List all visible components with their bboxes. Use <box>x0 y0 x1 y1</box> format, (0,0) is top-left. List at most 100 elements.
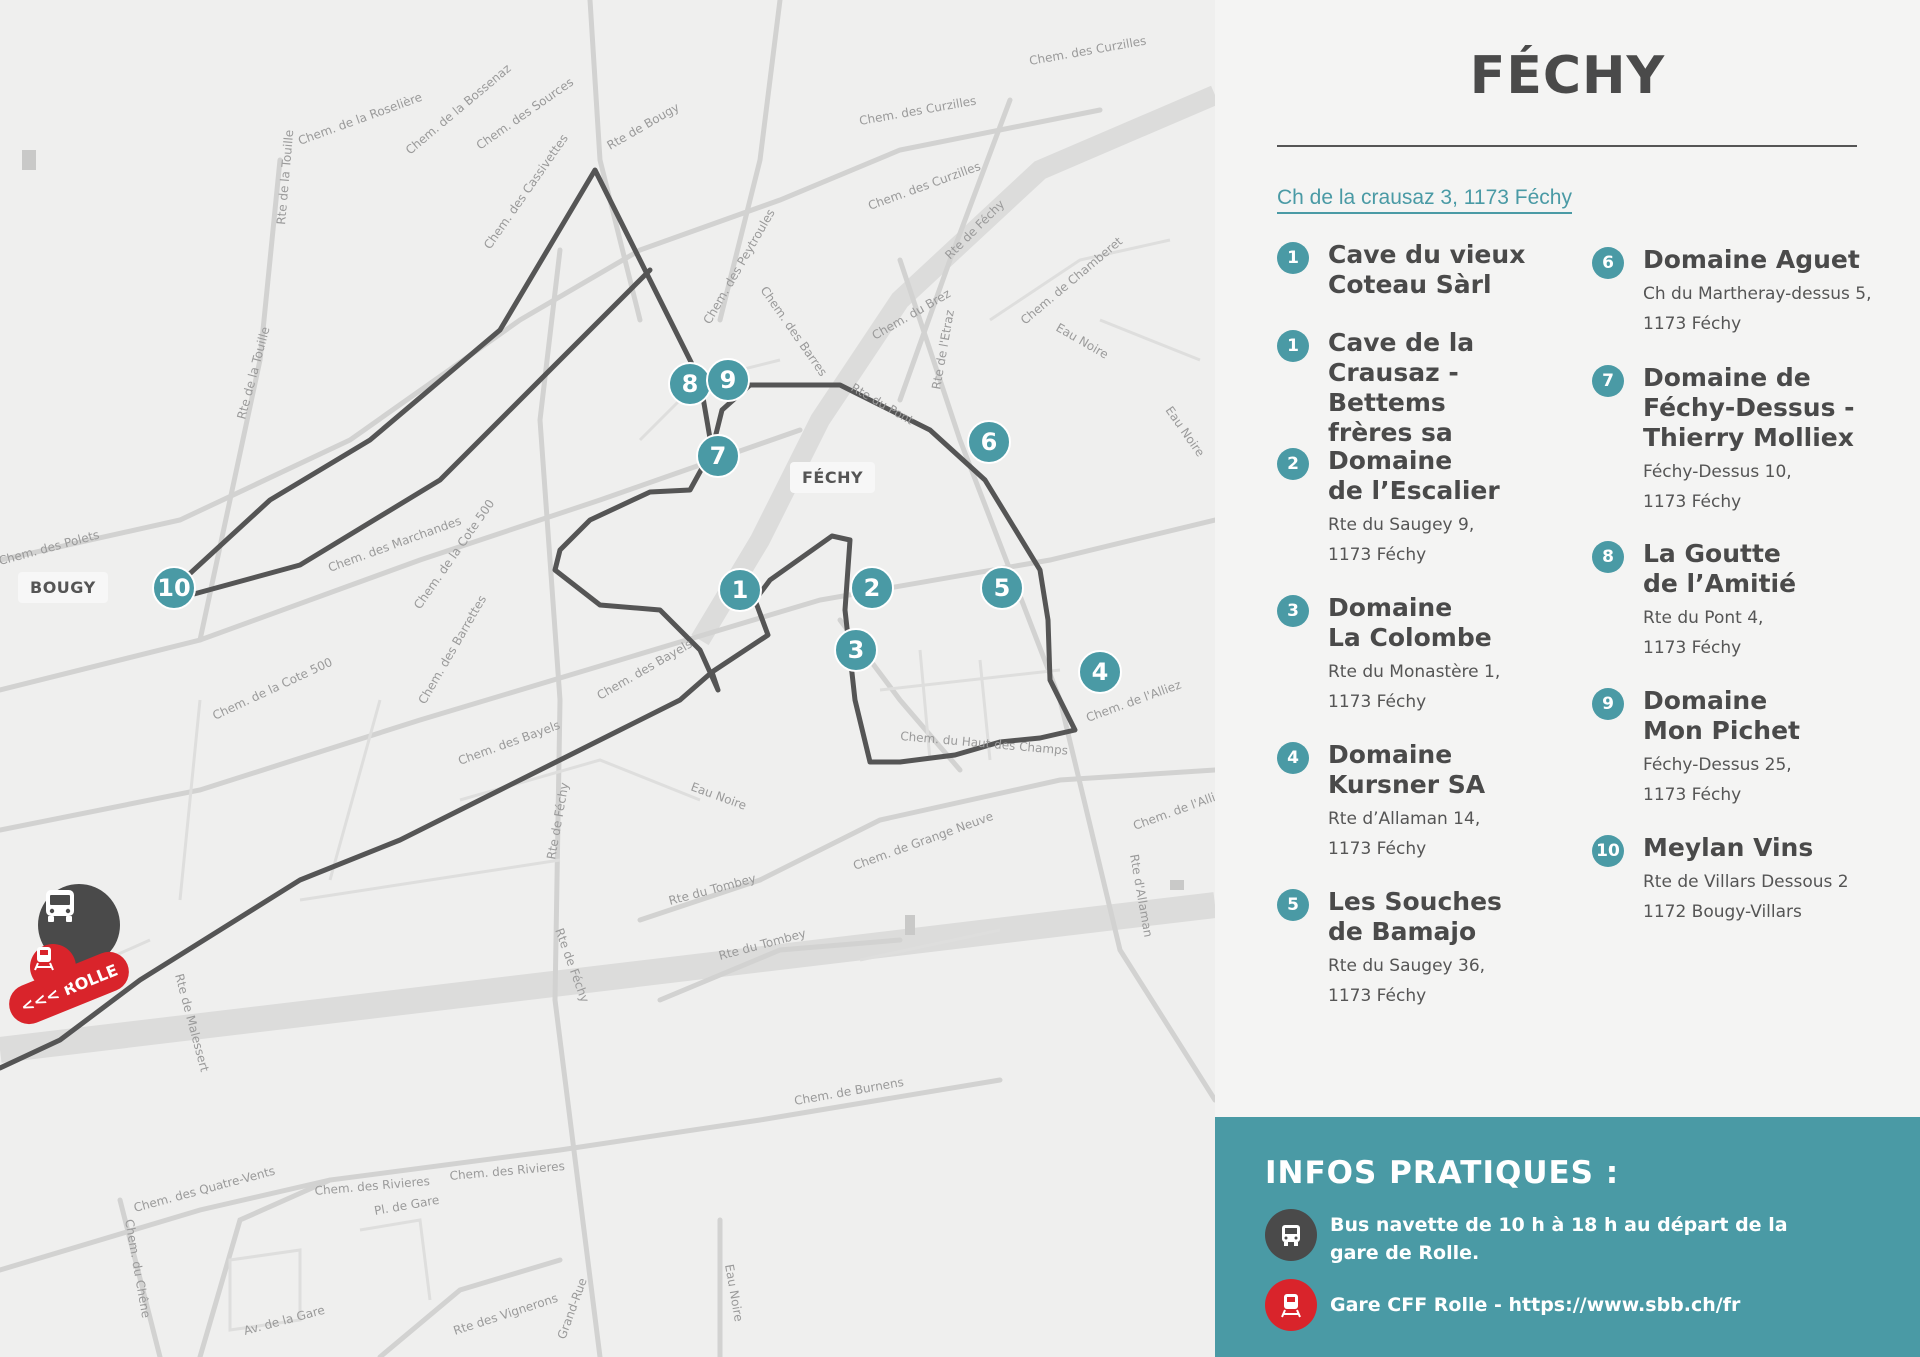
road-label: Pl. de Gare <box>373 1193 440 1218</box>
map-marker-8[interactable]: 8 <box>668 362 712 406</box>
map-marker-7[interactable]: 7 <box>696 434 740 478</box>
road-label: Chem. de Chamberet <box>1018 234 1125 327</box>
winery-list-panel: FÉCHY Ch de la crausaz 3, 1173 Féchy 1 C… <box>1215 0 1920 1117</box>
train-info-link[interactable]: Gare CFF Rolle - https://www.sbb.ch/fr <box>1330 1294 1741 1316</box>
winery-entry[interactable]: 10 Meylan Vins Rte de Villars Dessous 2 … <box>1592 833 1912 927</box>
entry-address: Rte du Saugey 36, 1173 Féchy <box>1328 956 1486 1006</box>
road-label: Chem. de l'Alliez <box>1131 785 1215 832</box>
entry-name: La Goutte de l’Amitié <box>1643 539 1797 598</box>
train-icon <box>34 947 54 971</box>
entry-number: 10 <box>1592 835 1624 867</box>
road-label: Chem. de la Cote 500 <box>210 655 334 723</box>
bus-info-text: Bus navette de 10 h à 18 h au départ de … <box>1330 1214 1788 1264</box>
bus-icon <box>46 890 74 922</box>
winery-entry[interactable]: 6 Domaine Aguet Ch du Martheray-dessus 5… <box>1592 245 1912 339</box>
train-icon <box>1281 1294 1301 1318</box>
address-link[interactable]: Ch de la crausaz 3, 1173 Féchy <box>1277 186 1572 214</box>
entry-address: Rte du Saugey 9, 1173 Féchy <box>1328 515 1475 565</box>
map-marker-2[interactable]: 2 <box>850 566 894 610</box>
road-label: Chem. du Haut des Champs <box>900 729 1069 758</box>
entry-number: 1 <box>1277 242 1309 274</box>
map-marker-5[interactable]: 5 <box>980 566 1024 610</box>
infos-pratiques-box: INFOS PRATIQUES : Bus navette de 10 h à … <box>1215 1117 1920 1357</box>
road-label: Rte de la Touille <box>274 129 296 225</box>
road-label: Rte de Bougy <box>605 100 682 153</box>
road-label: Chem. des Bayels <box>595 637 695 703</box>
entry-address: Rte de Villars Dessous 2 1172 Bougy-Vill… <box>1643 872 1849 922</box>
entry-address: Rte du Pont 4, 1173 Féchy <box>1643 608 1764 658</box>
entry-address: Féchy-Dessus 10, 1173 Féchy <box>1643 462 1792 512</box>
entry-name: Domaine de l’Escalier <box>1328 446 1500 505</box>
entry-name: Cave de la Crausaz - Bettems frères sa <box>1328 328 1475 447</box>
road-label: Rte de l'Etraz <box>929 309 957 391</box>
road-label: Rte de Féchy <box>544 781 571 860</box>
bus-icon <box>1282 1225 1300 1246</box>
road-label: Chem. du Chêne <box>122 1218 153 1319</box>
winery-entry[interactable]: 5 Les Souches de Bamajo Rte du Saugey 36… <box>1277 887 1577 1011</box>
map-marker-1[interactable]: 1 <box>718 568 762 612</box>
entry-address: Rte du Monastère 1, 1173 Féchy <box>1328 662 1501 712</box>
road-label: Chem. de la Roselière <box>296 90 424 148</box>
entry-number: 9 <box>1592 688 1624 720</box>
entry-name: Cave du vieux Coteau Sàrl <box>1328 240 1526 299</box>
road-label: Rte des Vignerons <box>452 1291 560 1338</box>
road-label: Eau Noire <box>1163 404 1208 460</box>
road-label: Grand-Rue <box>555 1276 590 1341</box>
winery-entry[interactable]: 3 Domaine La Colombe Rte du Monastère 1,… <box>1277 593 1577 717</box>
entry-name: Domaine de Féchy-Dessus - Thierry Mollie… <box>1643 363 1855 452</box>
road-label: Rte de Féchy <box>942 197 1007 262</box>
map-marker-6[interactable]: 6 <box>967 420 1011 464</box>
road-label: Chem. des Polets <box>0 528 101 568</box>
entry-number: 6 <box>1592 247 1624 279</box>
entry-name: Les Souches de Bamajo <box>1328 887 1502 946</box>
map-marker-4[interactable]: 4 <box>1078 650 1122 694</box>
road-label: Eau Noire <box>722 1263 746 1323</box>
street-map-graphic: Chem. de la Roselière Chem. de la Bossen… <box>0 0 1215 1357</box>
entry-number: 2 <box>1277 448 1309 480</box>
entry-number: 4 <box>1277 742 1309 774</box>
winery-entry[interactable]: 8 La Goutte de l’Amitié Rte du Pont 4, 1… <box>1592 539 1912 663</box>
entry-name: Domaine La Colombe <box>1328 593 1492 652</box>
map[interactable]: Chem. de la Roselière Chem. de la Bossen… <box>0 0 1215 1357</box>
entry-address: Ch du Martheray-dessus 5, 1173 Féchy <box>1643 284 1872 334</box>
road-label: Chem. des Curzilles <box>858 94 977 128</box>
map-marker-9[interactable]: 9 <box>706 358 750 402</box>
entry-number: 5 <box>1277 889 1309 921</box>
winery-entry[interactable]: 4 Domaine Kursner SA Rte d’Allaman 14, 1… <box>1277 740 1577 864</box>
entry-name: Domaine Aguet <box>1643 245 1860 274</box>
bus-info-icon <box>1265 1209 1317 1261</box>
infos-title: INFOS PRATIQUES : <box>1265 1155 1620 1191</box>
entry-address: Féchy-Dessus 25, 1173 Féchy <box>1643 755 1792 805</box>
winery-entry[interactable]: 1 Cave du vieux Coteau Sàrl <box>1277 240 1577 300</box>
road-label: Av. de la Gare <box>242 1303 326 1338</box>
winery-entry[interactable]: 1 Cave de la Crausaz - Bettems frères sa <box>1277 328 1577 448</box>
winery-entry[interactable]: 2 Domaine de l’Escalier Rte du Saugey 9,… <box>1277 446 1577 570</box>
map-marker-10[interactable]: 10 <box>152 566 196 610</box>
road-label: Chem. des Curzilles <box>866 159 982 213</box>
road-label: Chem. des Curzilles <box>1028 34 1147 68</box>
road-label: Eau Noire <box>1054 320 1111 361</box>
train-station-marker[interactable] <box>30 944 76 990</box>
road-label: Chem. de la Cote 500 <box>411 497 497 612</box>
road-label: Chem. des Bayels <box>456 718 562 768</box>
road-label: Chem. des Barrettes <box>415 593 489 707</box>
map-marker-3[interactable]: 3 <box>834 628 878 672</box>
entry-name: Meylan Vins <box>1643 833 1814 862</box>
entry-number: 8 <box>1592 541 1624 573</box>
road-label: Rte du Tombey <box>667 871 757 908</box>
winery-entry[interactable]: 7 Domaine de Féchy-Dessus - Thierry Moll… <box>1592 363 1912 517</box>
road-label: Eau Noire <box>689 780 748 813</box>
entry-name: Domaine Mon Pichet <box>1643 686 1800 745</box>
winery-entry[interactable]: 9 Domaine Mon Pichet Féchy-Dessus 25, 11… <box>1592 686 1912 810</box>
entry-address: Rte d’Allaman 14, 1173 Féchy <box>1328 809 1481 859</box>
page-title: FÉCHY <box>1469 46 1666 106</box>
place-label-bougy: BOUGY <box>18 572 108 603</box>
entry-number: 3 <box>1277 595 1309 627</box>
road-label: Chem. de la Bossenaz <box>403 61 514 157</box>
entry-number: 7 <box>1592 365 1624 397</box>
train-info-icon <box>1265 1279 1317 1331</box>
entry-name: Domaine Kursner SA <box>1328 740 1486 799</box>
road-label: Rte de la Touille <box>234 325 272 421</box>
title-divider <box>1277 145 1857 147</box>
road-label: Chem. de Grange Neuve <box>851 809 995 873</box>
